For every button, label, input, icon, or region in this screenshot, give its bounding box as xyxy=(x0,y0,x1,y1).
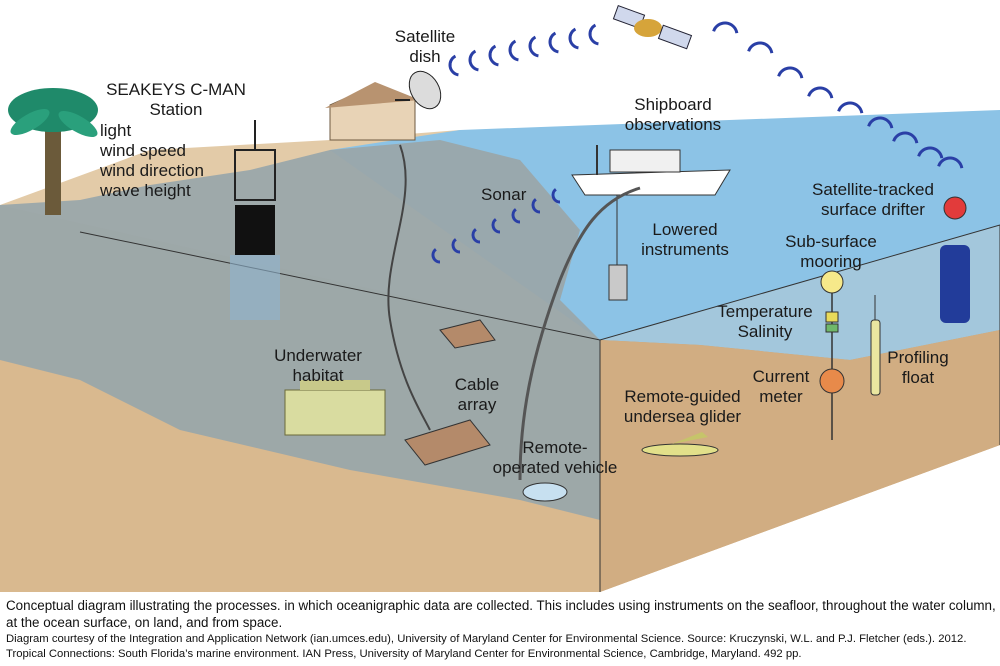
signal-arc xyxy=(937,156,964,169)
profiling-float-label: Profiling float xyxy=(887,348,949,387)
seakeys-title-label: SEAKEYS C-MAN Station xyxy=(106,80,246,119)
cable-array-nodes xyxy=(404,319,496,466)
current-meter-label: Current meter xyxy=(752,367,810,406)
caption-main: Conceptual diagram illustrating the proc… xyxy=(6,598,996,630)
lowered-instruments-label: Lowered instruments xyxy=(641,220,729,259)
underwater-habitat-graphic xyxy=(284,380,386,436)
signal-arc xyxy=(448,54,459,77)
signal-arc xyxy=(508,39,519,62)
caption-credit: Diagram courtesy of the Integration and … xyxy=(6,633,967,660)
lowered-instrument xyxy=(608,264,628,301)
seakeys-param: wind speed xyxy=(100,141,187,160)
signal-arc xyxy=(511,208,521,224)
shipboard-label: Shipboard observations xyxy=(624,95,722,134)
rov-graphic xyxy=(522,482,568,502)
seafloor-slope xyxy=(600,330,1000,592)
signal-arc xyxy=(747,41,774,54)
cable-line-1 xyxy=(387,144,431,431)
cable-array-label: Cable array xyxy=(454,375,500,414)
signal-arc xyxy=(531,198,541,214)
surface-drifter-buoy xyxy=(940,196,970,323)
palm-tree xyxy=(8,88,98,215)
ocean-observing-diagram xyxy=(0,4,1000,592)
signal-arc xyxy=(807,86,834,99)
underwater-habitat-label: Underwater habitat xyxy=(274,346,362,385)
signal-arc xyxy=(867,116,894,129)
seakeys-params-label: light wind speed wind direction wave hei… xyxy=(100,121,204,201)
water-column-front xyxy=(600,225,1000,360)
signal-arc xyxy=(528,35,539,58)
rov-label: Remote- operated vehicle xyxy=(492,438,618,477)
signal-arc xyxy=(548,31,559,54)
signal-arcs xyxy=(431,21,964,264)
satellite-dish-graphic xyxy=(395,70,442,110)
shore-house xyxy=(325,82,420,141)
signal-arc xyxy=(892,131,919,144)
surface-drifter-label: Satellite-tracked surface drifter xyxy=(812,180,934,219)
figure-caption: Conceptual diagram illustrating the proc… xyxy=(6,597,996,661)
undersea-glider xyxy=(641,432,719,457)
signal-arc xyxy=(451,238,461,254)
temp-salinity-label: Temperature Salinity xyxy=(717,302,813,341)
research-ship xyxy=(571,145,731,196)
signal-arc xyxy=(491,218,501,234)
seakeys-param: wind direction xyxy=(100,161,204,180)
seakeys-param: wave height xyxy=(100,181,191,200)
signal-arc xyxy=(488,44,499,67)
seakeys-param: light xyxy=(100,121,132,140)
profiling-float xyxy=(870,295,881,396)
shallow-water xyxy=(0,140,600,520)
signal-arc xyxy=(568,27,579,50)
signal-arc xyxy=(588,23,599,46)
signal-arc xyxy=(471,228,481,244)
subsurface-mooring-label: Sub-surface mooring xyxy=(785,232,877,271)
signal-arc xyxy=(837,101,864,114)
signal-arc xyxy=(917,146,944,159)
sonar-label: Sonar xyxy=(481,185,527,204)
cman-station xyxy=(230,120,280,320)
satellite-dish-label: Satellite dish xyxy=(394,27,456,66)
signal-arc xyxy=(551,188,561,204)
glider-label: Remote-guided undersea glider xyxy=(623,387,742,426)
signal-arc xyxy=(777,66,804,79)
satellite-graphic xyxy=(612,4,693,50)
signal-arc xyxy=(468,49,479,72)
cable-line-2 xyxy=(518,186,641,481)
signal-arc xyxy=(431,248,441,264)
subsurface-mooring xyxy=(819,270,845,440)
signal-arc xyxy=(712,21,739,34)
